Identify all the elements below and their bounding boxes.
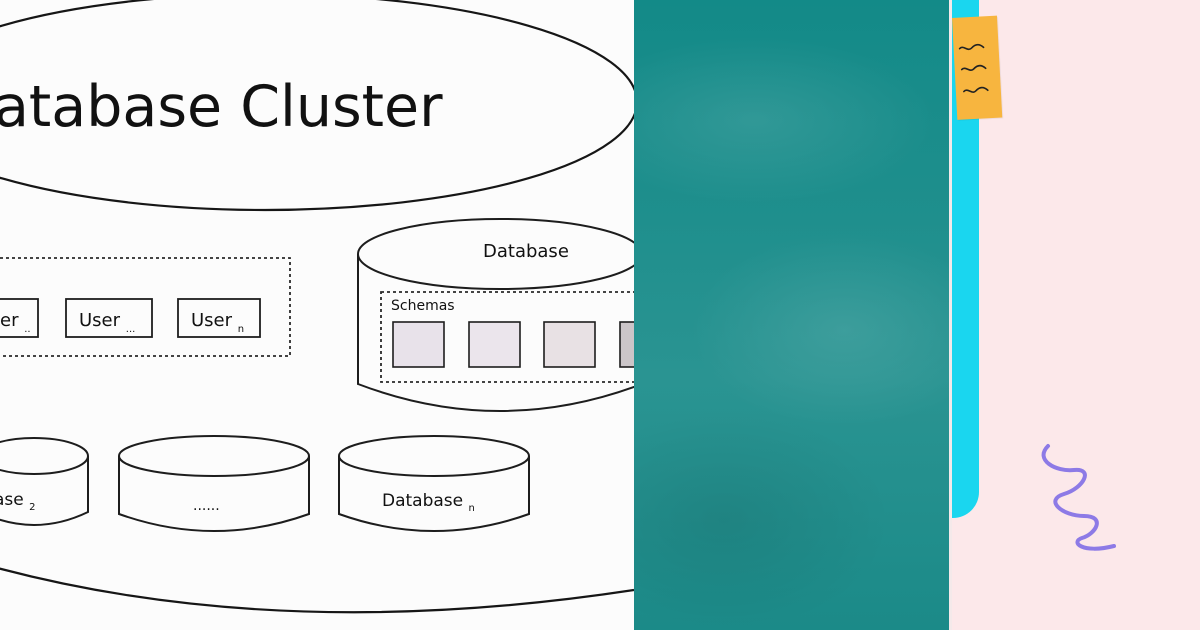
user-1-label: er	[0, 310, 19, 331]
schemas-group-box	[380, 291, 634, 383]
cluster-top-ellipse	[0, 0, 634, 212]
sticky-note-icon	[952, 15, 1003, 120]
svg-text:ase 2: ase 2	[0, 490, 36, 513]
user-box-1: er ..	[0, 298, 39, 338]
database-cylinder-2: ase 2	[0, 437, 89, 526]
users-group-box	[0, 257, 291, 357]
database-label: Database	[483, 241, 569, 262]
database-n-label: Database	[382, 491, 463, 511]
cluster-bottom-curve	[0, 567, 634, 614]
schemas-label: Schemas	[391, 298, 455, 314]
database-cylinder: Database	[357, 218, 634, 412]
database-ellipsis-label: ......	[193, 498, 220, 514]
svg-text:er ..: er ..	[0, 310, 31, 335]
svg-text:User ...: User ...	[79, 310, 135, 335]
user-2-label: User	[79, 310, 121, 331]
svg-text:User n: User n	[191, 310, 244, 335]
user-n-label: User	[191, 310, 233, 331]
database-2-subscript: 2	[29, 502, 35, 513]
panel-divider	[949, 0, 952, 630]
sticky-note-lines	[958, 43, 989, 93]
schema-box	[543, 321, 596, 368]
user-n-subscript: n	[238, 324, 244, 335]
user-2-subscript: ...	[126, 324, 136, 335]
database-n-subscript: n	[469, 503, 475, 514]
database-2-label: ase	[0, 490, 24, 510]
user-box-n: User n	[177, 298, 261, 338]
database-cylinder-n: Database n	[338, 435, 530, 532]
squiggle-icon	[1041, 444, 1116, 551]
diagram-drawing: atabase Cluster er .. User ... User n	[0, 0, 634, 614]
schema-box	[468, 321, 521, 368]
schema-box	[392, 321, 445, 368]
svg-text:Database n: Database n	[382, 491, 475, 514]
schema-box	[619, 321, 634, 368]
user-1-subscript: ..	[24, 324, 30, 335]
database-cylinder-ellipsis: ......	[118, 435, 310, 532]
user-box-2: User ...	[65, 298, 153, 338]
cluster-title: atabase Cluster	[0, 74, 443, 140]
database-cluster-diagram: atabase Cluster er .. User ... User n	[0, 0, 634, 614]
teal-texture-panel	[634, 0, 949, 630]
